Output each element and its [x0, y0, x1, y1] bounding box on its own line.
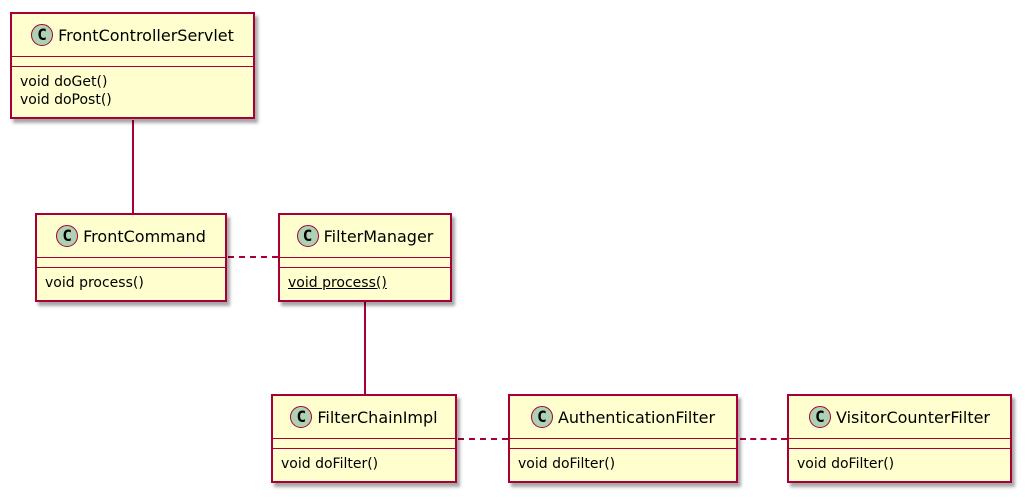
class-header: C AuthenticationFilter	[510, 396, 736, 438]
methods-compartment: void doGet() void doPost()	[12, 67, 253, 117]
class-title: FilterChainImpl	[317, 407, 438, 427]
class-box-filtermanager: C FilterManager void process()	[278, 213, 452, 302]
class-box-authenticationfilter: C AuthenticationFilter void doFilter()	[508, 394, 738, 483]
class-box-visitorcounterfilter: C VisitorCounterFilter void doFilter()	[787, 394, 1012, 483]
class-title: FrontControllerServlet	[58, 25, 234, 45]
connector-frontcontrollerservlet-frontcommand	[132, 120, 134, 213]
class-icon: C	[296, 225, 319, 247]
class-icon: C	[290, 406, 313, 428]
class-box-frontcommand: C FrontCommand void process()	[35, 213, 227, 302]
method-label: void doFilter()	[797, 456, 895, 472]
connector-frontcommand-filtermanager	[228, 256, 278, 258]
class-header: C FrontCommand	[37, 215, 225, 257]
class-title: VisitorCounterFilter	[835, 407, 991, 427]
fields-compartment	[37, 257, 225, 268]
class-title: FrontCommand	[83, 226, 206, 246]
methods-compartment: void process()	[280, 268, 450, 300]
method-label: void doGet()	[20, 74, 108, 90]
class-box-frontcontrollerservlet: C FrontControllerServlet void doGet() vo…	[10, 12, 255, 119]
class-header: C FilterChainImpl	[273, 396, 455, 438]
class-header: C FilterManager	[280, 215, 450, 257]
class-icon: C	[31, 24, 54, 46]
connector-filterchainimpl-authenticationfilter	[458, 438, 508, 440]
class-title: FilterManager	[323, 226, 434, 246]
class-header: C FrontControllerServlet	[12, 14, 253, 56]
methods-compartment: void doFilter()	[789, 449, 1010, 481]
fields-compartment	[510, 438, 736, 449]
fields-compartment	[789, 438, 1010, 449]
methods-compartment: void doFilter()	[510, 449, 736, 481]
class-icon: C	[56, 225, 79, 247]
connector-authenticationfilter-visitorcounterfilter	[740, 438, 787, 440]
class-header: C VisitorCounterFilter	[789, 396, 1010, 438]
method-label: void doPost()	[20, 92, 112, 108]
fields-compartment	[280, 257, 450, 268]
class-title: AuthenticationFilter	[557, 407, 716, 427]
fields-compartment	[273, 438, 455, 449]
class-box-filterchainimpl: C FilterChainImpl void doFilter()	[271, 394, 457, 483]
fields-compartment	[12, 56, 253, 67]
method-label-static: void process()	[288, 275, 387, 291]
method-label: void doFilter()	[518, 456, 616, 472]
method-label: void process()	[45, 275, 144, 291]
class-icon: C	[808, 406, 831, 428]
methods-compartment: void doFilter()	[273, 449, 455, 481]
connector-filtermanager-filterchainimpl	[364, 302, 366, 394]
class-icon: C	[530, 406, 553, 428]
methods-compartment: void process()	[37, 268, 225, 300]
method-label: void doFilter()	[281, 456, 379, 472]
